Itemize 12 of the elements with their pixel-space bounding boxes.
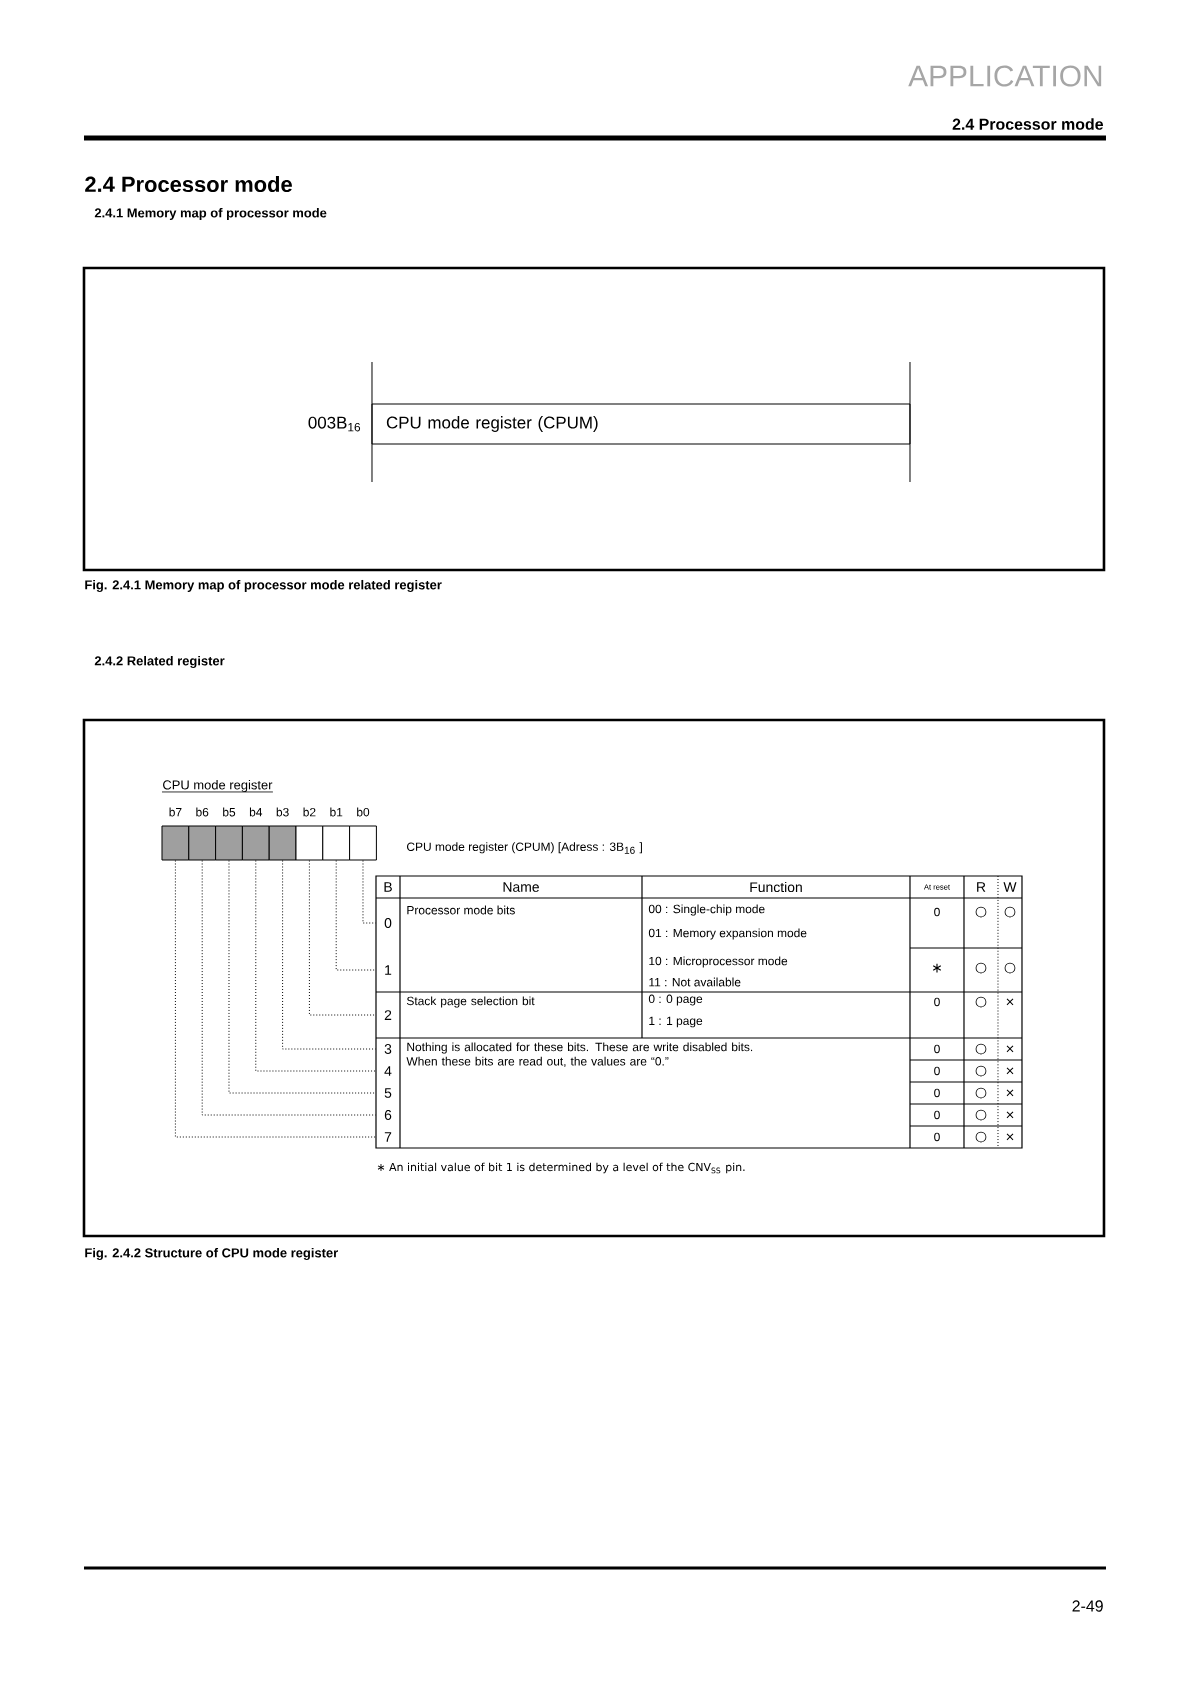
leader-line [174, 860, 377, 1138]
page-header: APPLICATION [908, 65, 1102, 87]
leader-line [282, 860, 377, 1050]
leader-line [362, 860, 377, 924]
section-heading: 2.4 Processor mode [85, 176, 292, 193]
leader-line [255, 860, 377, 1072]
leader-line [201, 860, 377, 1116]
leader-line [228, 860, 377, 1094]
leader-line [308, 860, 377, 1016]
register-row: CPU mode register (CPUM) [371, 403, 911, 445]
address-label: 003B$_{16}$ [308, 416, 361, 432]
leader-line [335, 860, 377, 971]
